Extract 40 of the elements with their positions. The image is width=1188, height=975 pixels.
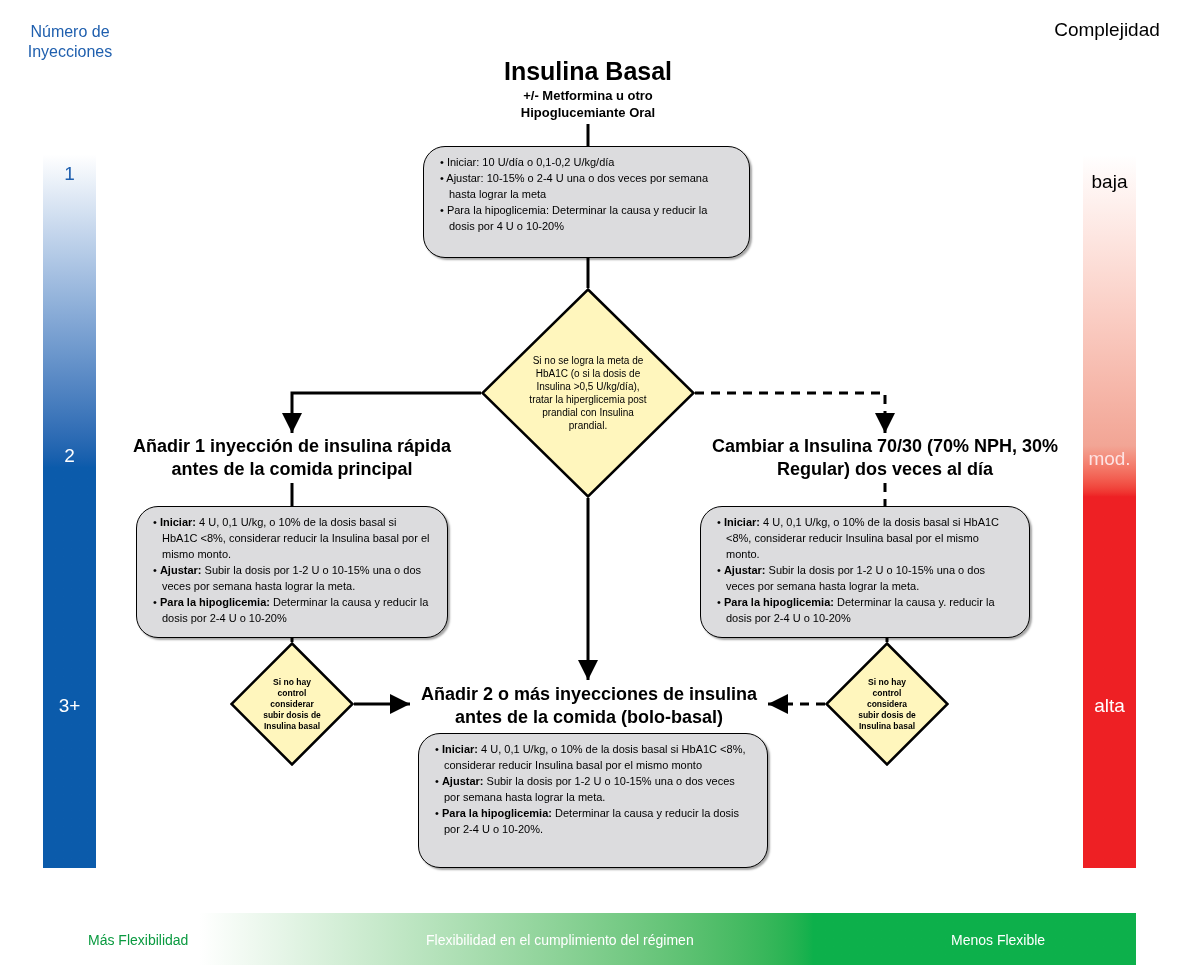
scale-label: 3+ [57, 694, 82, 718]
bullet-item: • Ajustar: Subir la dosis por 1-2 U o 10-15% una o dos veces por semana hasta lograr la meta. [435, 774, 736, 805]
scale-label: 1 [63, 162, 76, 186]
process-box [423, 146, 750, 258]
bullet-item: • Ajustar: 10-15% o 2-4 U una o dos veces por semana hasta lograr la meta [440, 171, 709, 202]
step-heading: Cambiar a Insulina 70/30 (70% NPH, 30% Regular) dos veces al día [710, 435, 1060, 481]
step-heading: Añadir 1 inyección de insulina rápida antes de la comida principal [131, 435, 453, 481]
bullet-item: • Iniciar: 4 U, 0,1 U/kg, o 10% de la dosis basal si HbA1C <8%, considerar reducir la Insulina basal por el mismo monto. [153, 515, 431, 562]
decision-text: Si no se logra la meta de HbA1C (o si la dosis de Insulina >0,5 U/kg/día), tratar la hiperglicemia post prandial con Insulina prandial. [528, 354, 648, 432]
axis-title: Número de Inyecciones [26, 22, 114, 62]
bullet-item: • Para la hipoglicemia: Determinar la causa y reducir la dosis por 4 U o 10-20% [440, 203, 709, 234]
bullet-item: • Ajustar: Subir la dosis por 1-2 U o 10-15% una o dos veces por semana hasta lograr la meta. [153, 563, 422, 594]
connector-arrow [578, 498, 598, 680]
step-heading: Añadir 2 o más inyecciones de insulina antes de la comida (bolo-basal) [419, 683, 759, 729]
bullet-item: • Iniciar: 4 U, 0,1 U/kg, o 10% de la dosis basal si HbA1C <8%, considerar reducir Insulina basal por el mismo monto. [717, 515, 1001, 562]
decision-text: Si no hay control considera subir dosis de Insulina basal [857, 676, 917, 732]
connector-arrow [354, 694, 410, 714]
scale-label: 2 [63, 444, 76, 468]
chart-title: Insulina Basal [503, 56, 673, 87]
connector-arrow [282, 391, 481, 433]
process-box [418, 733, 768, 868]
connector-arrow [768, 694, 825, 714]
process-box [700, 506, 1030, 638]
bullet-item: • Para la hipoglicemia: Determinar la causa y reducir la dosis por 2-4 U o 10-20% [153, 595, 430, 626]
scale-label: Flexibilidad en el cumplimiento del régimen [426, 931, 694, 950]
bullet-item: • Ajustar: Subir la dosis por 1-2 U o 10-15% una o dos veces por semana hasta lograr la meta. [717, 563, 986, 594]
bullet-item: • Para la hipoglicemia: Determinar la causa y. reducir la dosis por 2-4 U o 10-20% [717, 595, 996, 626]
scale-label: Menos Flexible [951, 931, 1046, 950]
decision-text: Si no hay control considerar subir dosis de Insulina basal [262, 676, 322, 732]
scale-label: mod. [1087, 447, 1132, 471]
scale-label: Más Flexibilidad [88, 931, 189, 950]
bullet-item: • Iniciar: 10 U/día o 0,1-0,2 U/kg/día [440, 155, 616, 170]
bullet-item: • Iniciar: 4 U, 0,1 U/kg, o 10% de la dosis basal si HbA1C <8%, considerar reducir Insulina basal por el mismo monto [435, 742, 747, 773]
bullet-item: • Para la hipoglicemia: Determinar la causa y reducir la dosis por 2-4 U o 10-20%. [435, 806, 741, 837]
connector-arrow [695, 391, 895, 433]
subtitle: +/- Metformina u otro Hipoglucemiante Oral [519, 87, 657, 122]
scale-label: alta [1093, 694, 1126, 718]
scale-label: baja [1090, 170, 1129, 194]
axis-title: Complejidad [1053, 18, 1161, 42]
process-box [136, 506, 448, 638]
